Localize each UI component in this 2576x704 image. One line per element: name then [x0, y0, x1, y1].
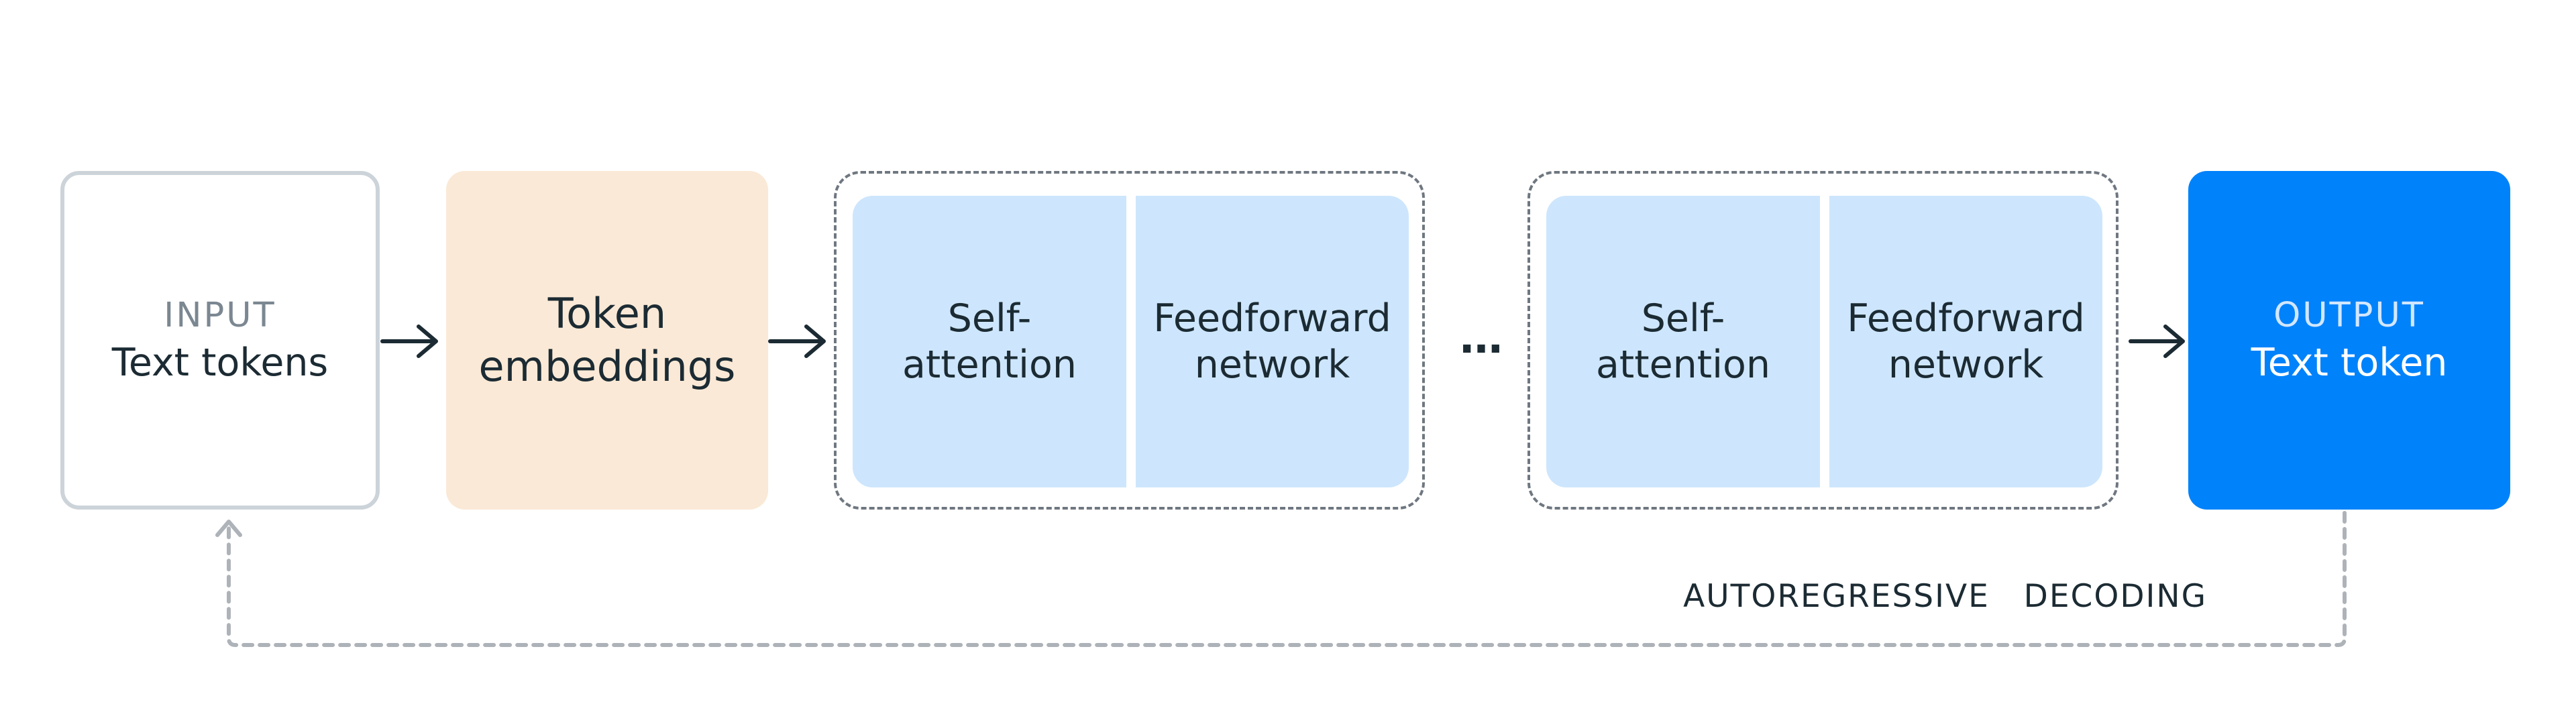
self-attention-label-line2: attention: [1595, 342, 1770, 387]
feedforward-network-block: Feedforward network: [1136, 196, 1409, 487]
self-attention-block: Self- attention: [1546, 196, 1820, 487]
arrow-layer-to-output: [2129, 325, 2185, 358]
input-caption: INPUT: [164, 295, 276, 335]
feedforward-label-line2: network: [1888, 342, 2044, 387]
feedforward-network-block: Feedforward network: [1829, 196, 2102, 487]
autoregressive-decoding-label: AUTOREGRESSIVE DECODING: [1683, 578, 2207, 615]
feedforward-label-line1: Feedforward: [1847, 296, 2085, 341]
token-embeddings-box: Token embeddings: [446, 171, 768, 510]
output-label: Text token: [2251, 340, 2448, 385]
self-attention-label-line2: attention: [902, 342, 1077, 387]
arrow-embeddings-to-layer: [768, 325, 826, 358]
transformer-layer-first: Self- attention Feedforward network: [834, 171, 1425, 510]
transformer-layer-last: Self- attention Feedforward network: [1527, 171, 2118, 510]
self-attention-block: Self- attention: [853, 196, 1126, 487]
token-embeddings-label-line2: embeddings: [478, 341, 736, 391]
token-embeddings-label-line1: Token: [547, 289, 667, 339]
output-caption: OUTPUT: [2273, 295, 2425, 335]
feedforward-label-line1: Feedforward: [1153, 296, 1391, 341]
arrow-input-to-embeddings: [380, 325, 438, 358]
loop-arrowhead-icon: [215, 520, 242, 537]
input-box: INPUT Text tokens: [60, 171, 380, 510]
output-box: OUTPUT Text token: [2188, 171, 2510, 510]
more-layers-ellipsis: …: [1460, 314, 1503, 363]
input-label: Text tokens: [111, 340, 329, 385]
self-attention-label-line1: Self-: [947, 296, 1032, 341]
feedforward-label-line2: network: [1194, 342, 1350, 387]
self-attention-label-line1: Self-: [1641, 296, 1725, 341]
